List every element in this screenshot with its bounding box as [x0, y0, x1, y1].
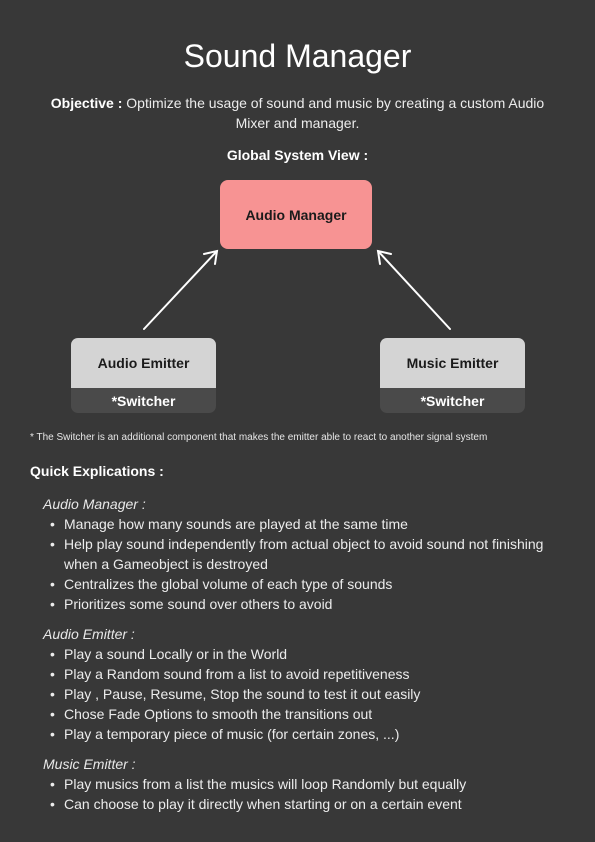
section-music-emitter: Music Emitter : Play musics from a list … [43, 754, 573, 814]
diagram-heading: Global System View : [226, 147, 369, 163]
list-item: Centralizes the global volume of each ty… [43, 574, 573, 594]
list-item: Play a sound Locally or in the World [43, 644, 573, 664]
audio-manager-node: Audio Manager [220, 180, 372, 249]
music-emitter-switcher: *Switcher [380, 388, 525, 413]
objective-paragraph: Objective : Optimize the usage of sound … [40, 93, 555, 133]
list-item: Prioritizes some sound over others to av… [43, 594, 573, 614]
section-audio-emitter: Audio Emitter : Play a sound Locally or … [43, 624, 573, 744]
arrow-music-emitter-to-manager [377, 250, 451, 330]
list-item: Play a Random sound from a list to avoid… [43, 664, 573, 684]
list-item: Help play sound independently from actua… [43, 534, 573, 574]
audio-emitter-label: Audio Emitter [71, 338, 216, 388]
arrow-audio-emitter-to-manager [143, 250, 218, 330]
list-item: Play musics from a list the musics will … [43, 774, 573, 794]
explications-heading: Quick Explications : [30, 463, 164, 479]
section-title: Audio Emitter : [43, 626, 135, 642]
objective-text: Optimize the usage of sound and music by… [122, 95, 545, 131]
objective-label: Objective : [50, 95, 123, 111]
list-item: Can choose to play it directly when star… [43, 794, 573, 814]
list-item: Chose Fade Options to smooth the transit… [43, 704, 573, 724]
section-title: Audio Manager : [43, 496, 146, 512]
audio-emitter-node: Audio Emitter *Switcher [71, 338, 216, 413]
switcher-footnote: * The Switcher is an additional componen… [30, 432, 488, 443]
audio-emitter-switcher: *Switcher [71, 388, 216, 413]
list-item: Manage how many sounds are played at the… [43, 514, 573, 534]
bullet-list: Play musics from a list the musics will … [43, 774, 573, 814]
audio-manager-label: Audio Manager [245, 206, 347, 223]
bullet-list: Play a sound Locally or in the World Pla… [43, 644, 573, 744]
music-emitter-label: Music Emitter [380, 338, 525, 388]
section-audio-manager: Audio Manager : Manage how many sounds a… [43, 494, 573, 614]
bullet-list: Manage how many sounds are played at the… [43, 514, 573, 614]
section-title: Music Emitter : [43, 756, 136, 772]
music-emitter-node: Music Emitter *Switcher [380, 338, 525, 413]
page-title: Sound Manager [183, 38, 412, 74]
list-item: Play , Pause, Resume, Stop the sound to … [43, 684, 573, 704]
list-item: Play a temporary piece of music (for cer… [43, 724, 573, 744]
